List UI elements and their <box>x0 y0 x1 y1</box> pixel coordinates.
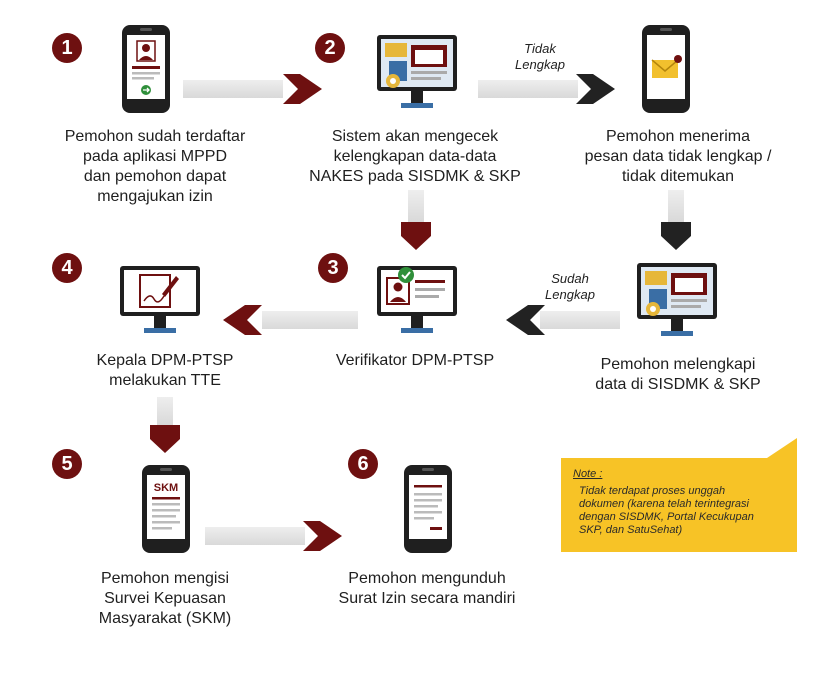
caption-line: Sistem akan mengecek <box>331 128 499 145</box>
step-1-caption: Pemohon sudah terdaftar pada aplikasi MP… <box>30 127 280 207</box>
step-3-caption: Verifikator DPM-PTSP <box>290 351 540 371</box>
caption-line: pesan data tidak lengkap / <box>584 148 772 165</box>
caption-line: kelengkapan data-data <box>333 148 497 165</box>
arrow-step5-to-step6 <box>205 521 342 551</box>
step-4-caption: Kepala DPM-PTSP melakukan TTE <box>40 351 290 391</box>
step-5-badge: 5 <box>52 449 82 479</box>
caption-line: tidak ditemukan <box>621 168 735 185</box>
caption-line: Pemohon menerima <box>605 128 751 145</box>
caption-line: Masyarakat (SKM) <box>98 610 232 627</box>
label-line: Tidak <box>524 41 556 56</box>
label-tidak-lengkap: Tidak Lengkap <box>500 41 580 73</box>
caption-line: Kepala DPM-PTSP <box>96 352 234 369</box>
arrow-message-to-fix <box>661 190 691 250</box>
phone-envelope-icon <box>642 25 690 113</box>
caption-line: Pemohon mengisi <box>100 570 230 587</box>
label-sudah-lengkap: Sudah Lengkap <box>530 271 610 303</box>
arrow-step2-to-message <box>478 74 615 104</box>
caption-line: Pemohon sudah terdaftar <box>64 128 246 145</box>
note-line: dokumen (karena telah terintegrasi <box>579 498 749 510</box>
message-step-caption: Pemohon menerima pesan data tidak lengka… <box>553 127 803 187</box>
step-6-badge: 6 <box>348 449 378 479</box>
label-line: Sudah <box>551 271 589 286</box>
monitor-signature-icon <box>120 266 200 333</box>
step-5-caption: Pemohon mengisi Survei Kepuasan Masyarak… <box>40 569 290 629</box>
arrow-fix-to-step3 <box>506 305 620 335</box>
step-6-caption: Pemohon mengunduh Surat Izin secara mand… <box>302 569 552 609</box>
skm-label: SKM <box>154 482 178 494</box>
note-body: Tidak terdapat proses unggah dokumen (ka… <box>579 485 789 537</box>
caption-line: Pemohon melengkapi <box>600 356 756 373</box>
caption-line: dan pemohon dapat <box>83 168 227 185</box>
step-2-badge: 2 <box>315 33 345 63</box>
note-title: Note : <box>573 468 603 480</box>
note-box <box>561 438 797 552</box>
step-2-caption: Sistem akan mengecek kelengkapan data-da… <box>290 127 540 187</box>
step-1-badge: 1 <box>52 33 82 63</box>
phone-document-icon <box>404 465 452 553</box>
note-line: dengan SISDMK, Portal Kecukupan <box>579 511 754 523</box>
monitor-gear-icon <box>377 35 457 108</box>
arrow-step4-to-step5 <box>150 397 180 453</box>
caption-line: Pemohon mengunduh <box>348 570 506 587</box>
arrow-step1-to-step2 <box>183 74 322 104</box>
caption-line: melakukan TTE <box>109 372 221 389</box>
label-line: Lengkap <box>545 287 595 302</box>
caption-line: Survei Kepuasan <box>104 590 226 607</box>
arrow-step2-to-step3 <box>401 190 431 250</box>
fix-step-caption: Pemohon melengkapi data di SISDMK & SKP <box>553 355 803 395</box>
phone-survey-icon: SKM <box>142 465 190 553</box>
caption-line: mengajukan izin <box>97 188 213 205</box>
label-line: Lengkap <box>515 57 565 72</box>
caption-line: data di SISDMK & SKP <box>595 376 761 393</box>
step-4-badge: 4 <box>52 253 82 283</box>
step-3-badge: 3 <box>318 253 348 283</box>
monitor-gear-icon <box>637 263 717 336</box>
note-line: Tidak terdapat proses unggah <box>579 485 726 497</box>
arrow-step3-to-step4 <box>223 305 358 335</box>
caption-line: Verifikator DPM-PTSP <box>335 352 495 369</box>
caption-line: NAKES pada SISDMK & SKP <box>309 168 521 185</box>
caption-line: pada aplikasi MPPD <box>82 148 228 165</box>
phone-profile-icon <box>122 25 170 113</box>
caption-line: Surat Izin secara mandiri <box>338 590 516 607</box>
note-line: SKP, dan SatuSehat) <box>579 524 683 536</box>
monitor-verified-icon <box>377 266 457 333</box>
